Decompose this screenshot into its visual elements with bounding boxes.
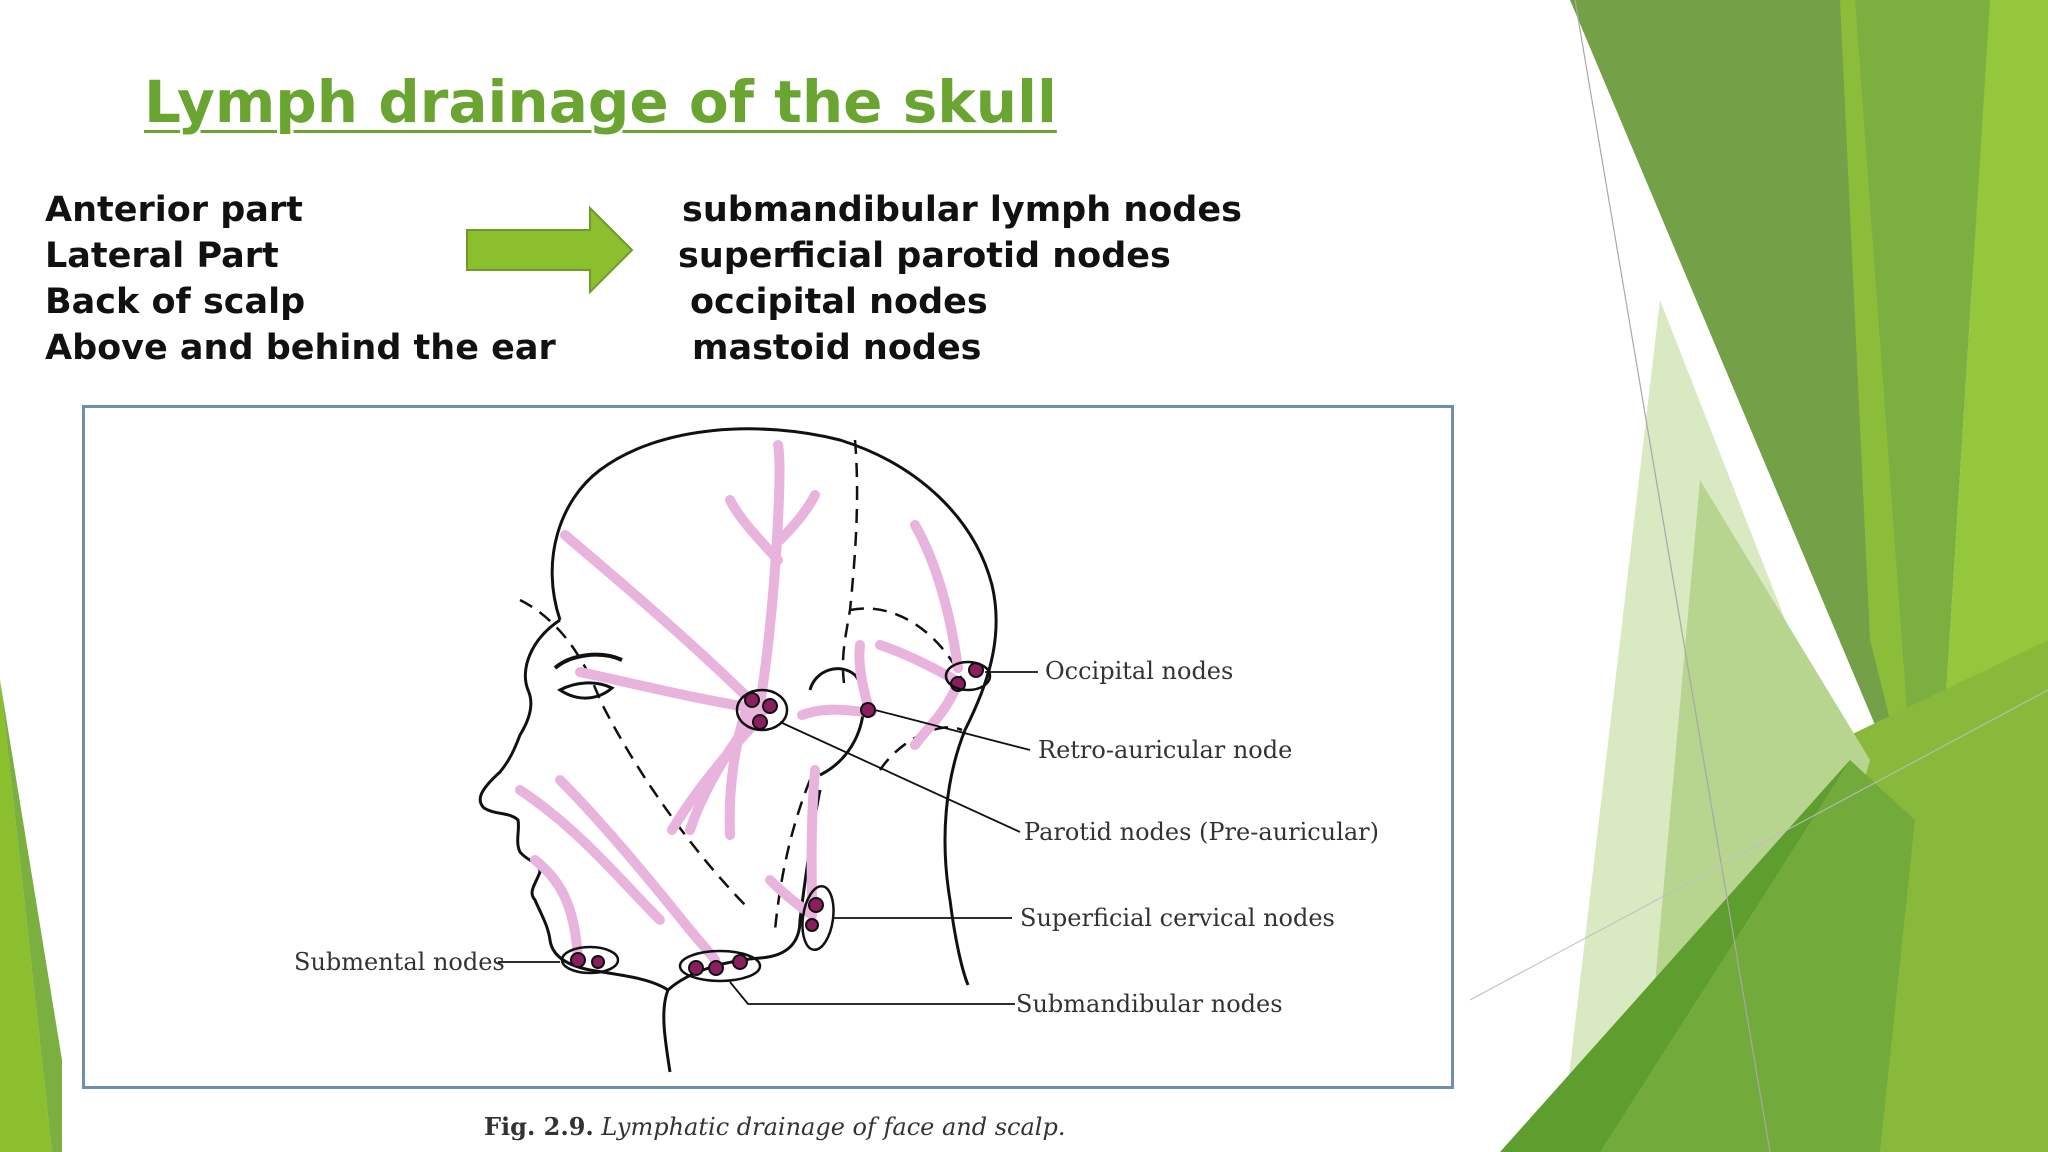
label-occipital-nodes: Occipital nodes (1045, 657, 1234, 685)
face-profile (478, 618, 669, 992)
ear-outline (808, 667, 866, 777)
dest-submandibular: submandibular lymph nodes (682, 190, 1242, 230)
dest-occipital: occipital nodes (690, 282, 988, 322)
label-retro-auricular-node: Retro-auricular node (1038, 736, 1293, 764)
label-submandibular-nodes: Submandibular nodes (1016, 990, 1283, 1018)
caption-text: Lymphatic drainage of face and scalp. (601, 1113, 1066, 1141)
figure-frame (82, 405, 1454, 1089)
region-back-of-scalp: Back of scalp (45, 282, 306, 322)
region-above-behind-ear: Above and behind the ear (45, 328, 556, 368)
dest-mastoid: mastoid nodes (692, 328, 982, 368)
label-parotid-nodes: Parotid nodes (Pre-auricular) (1024, 818, 1379, 846)
right-arrow-icon (466, 205, 634, 295)
slide-title: Lymph drainage of the skull (144, 68, 1057, 136)
caption-number: Fig. 2.9. (484, 1112, 594, 1141)
figure-caption: Fig. 2.9. Lymphatic drainage of face and… (484, 1112, 1065, 1141)
region-anterior: Anterior part (45, 190, 303, 230)
dest-superficial-parotid: superficial parotid nodes (678, 236, 1171, 276)
label-superficial-cervical-nodes: Superficial cervical nodes (1020, 904, 1335, 932)
head-outline (550, 427, 998, 1073)
region-lateral: Lateral Part (45, 236, 279, 276)
label-submental-nodes: Submental nodes (294, 948, 505, 976)
